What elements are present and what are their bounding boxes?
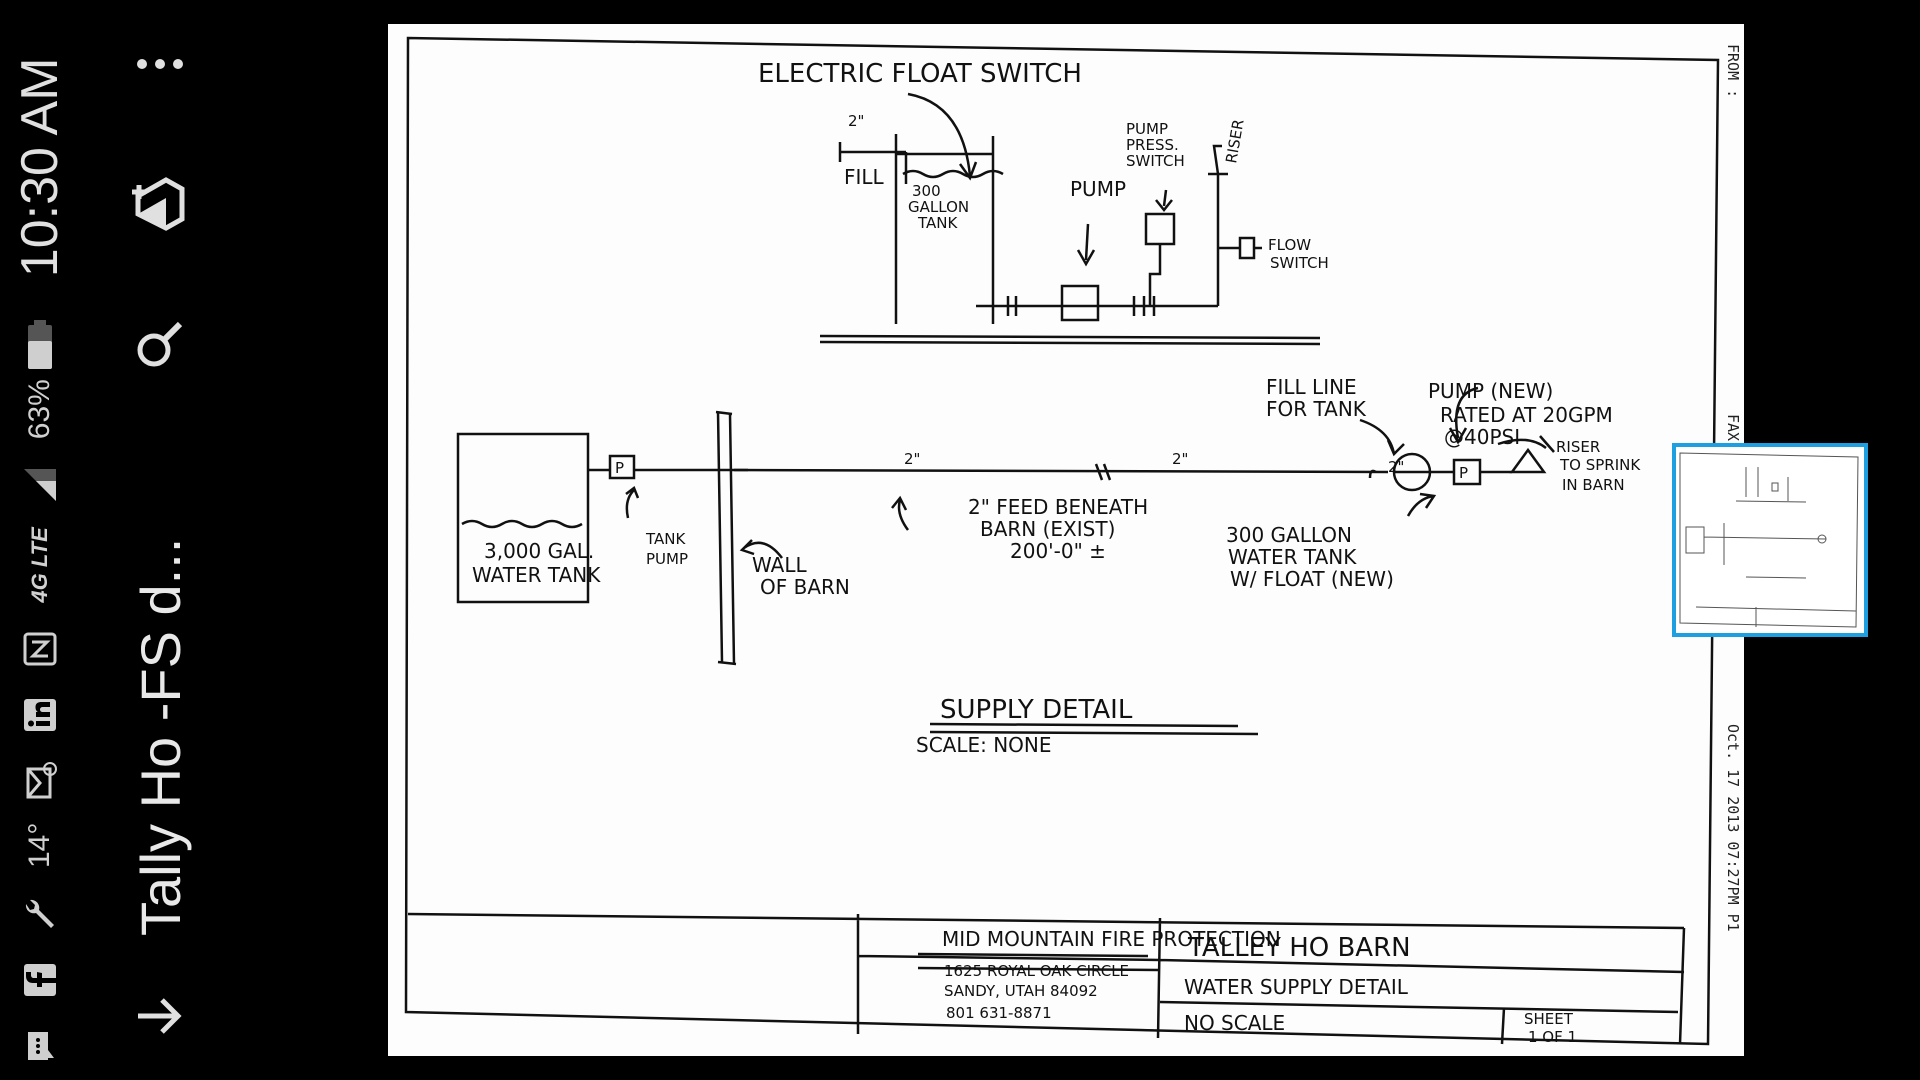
drive-add-icon	[132, 177, 185, 231]
new-pump-label-3: @40PSI	[1444, 425, 1520, 449]
tank-pump-label-2: PUMP	[646, 550, 688, 568]
network-type: 4G LTE	[27, 527, 52, 603]
riser-top-label: RISER	[1222, 118, 1247, 165]
main-pipe-size-left: 2"	[904, 450, 920, 468]
fill-line-label-1: FILL LINE	[1266, 375, 1357, 399]
pump-switch-label-2: PRESS.	[1126, 136, 1179, 154]
battery-percent: 63%	[23, 379, 56, 440]
more-vert-icon	[137, 59, 183, 69]
arrow-down-icon	[138, 998, 182, 1034]
main-tank-label-2: WATER TANK	[472, 563, 601, 587]
small-tank-label-1: 300	[912, 182, 941, 200]
feed-label-1: 2" FEED BENEATH	[968, 495, 1148, 519]
search-icon	[137, 321, 183, 367]
fill-label: FILL	[844, 165, 885, 189]
feed-label-2: BARN (EXIST)	[980, 517, 1115, 541]
nfc-icon	[20, 629, 60, 669]
title-block-sheet-2: 1 OF 1	[1528, 1028, 1577, 1046]
riser-label-2: TO SPRINK	[1559, 456, 1641, 474]
pipe-size-label: 2"	[848, 112, 864, 130]
tank-pump-box-letter: P	[615, 459, 624, 477]
detail-scale: SCALE: NONE	[916, 733, 1052, 757]
riser-label-3: IN BARN	[1562, 476, 1625, 494]
gallon-tank-label-1: 300 GALLON	[1226, 523, 1352, 547]
new-pump-label-2: RATED AT 20GPM	[1440, 403, 1613, 427]
title-block-drawing-title: WATER SUPPLY DETAIL	[1184, 975, 1409, 999]
document-title: Tally Ho -FS d...	[128, 537, 192, 936]
signal-icon	[20, 465, 60, 505]
small-tank-label-3: TANK	[917, 214, 958, 232]
fill-line-label-2: FOR TANK	[1266, 397, 1367, 421]
title-block-project: TALLEY HO BARN	[1187, 933, 1411, 963]
wrench-icon	[20, 894, 60, 934]
flow-switch-label-1: FLOW	[1268, 236, 1311, 254]
float-switch-label: ELECTRIC FLOAT SWITCH	[758, 59, 1082, 89]
new-pump-box-letter: P	[1459, 464, 1468, 482]
page-thumbnail[interactable]	[1672, 443, 1868, 637]
drawing-canvas: ELECTRIC FLOAT SWITCH 2" FILL 300 GALLON…	[404, 36, 1742, 1046]
pump-label: PUMP	[1070, 177, 1126, 201]
wall-label-2: OF BARN	[760, 575, 850, 599]
add-to-drive-button[interactable]	[120, 164, 200, 244]
fax-header-date: Oct. 17 2013 07:27PM P1	[1724, 724, 1742, 932]
title-block-scale: NO SCALE	[1184, 1011, 1285, 1035]
status-bar: 14° 4G LTE 63% 10:30 AM	[0, 0, 80, 1080]
feed-label-3: 200'-0" ±	[1010, 539, 1106, 563]
facebook-icon	[20, 960, 60, 1000]
fax-header-fax: FAX	[1724, 414, 1742, 441]
gallon-tank-label-3: W/ FLOAT (NEW)	[1230, 567, 1394, 591]
title-block-company: MID MOUNTAIN FIRE PROTECTION	[942, 927, 1281, 951]
battery-icon	[20, 317, 60, 371]
gallon-tank-label-2: WATER TANK	[1228, 545, 1357, 569]
title-block-phone: 801 631-8871	[946, 1004, 1052, 1022]
new-pump-label-1: PUMP (NEW)	[1428, 379, 1553, 403]
status-time: 10:30 AM	[11, 57, 69, 278]
search-button[interactable]	[120, 304, 200, 384]
drawing-page[interactable]: ELECTRIC FLOAT SWITCH 2" FILL 300 GALLON…	[388, 24, 1744, 1056]
thumbnail-preview	[1679, 452, 1859, 628]
back-button[interactable]	[120, 976, 200, 1056]
message-icon	[20, 1026, 60, 1066]
detail-title: SUPPLY DETAIL	[940, 695, 1133, 725]
tank-pipe-size: 2"	[1388, 458, 1404, 476]
temperature: 14°	[23, 822, 56, 868]
title-block-sheet-1: SHEET	[1524, 1010, 1574, 1028]
title-block-address-2: SANDY, UTAH 84092	[944, 982, 1098, 1000]
fax-header-from: FROM :	[1724, 44, 1742, 98]
small-tank-label-2: GALLON	[908, 198, 969, 216]
mail-icon	[20, 761, 60, 801]
main-pipe-size-right: 2"	[1172, 450, 1188, 468]
overflow-menu-button[interactable]	[120, 24, 200, 104]
pump-switch-label-1: PUMP	[1126, 120, 1168, 138]
app-toolbar: Tally Ho -FS d...	[110, 0, 210, 1080]
main-tank-label-1: 3,000 GAL.	[484, 539, 594, 563]
title-block-address-1: 1625 ROYAL OAK CIRCLE	[944, 962, 1129, 980]
linkedin-icon	[20, 695, 60, 735]
pump-switch-label-3: SWITCH	[1126, 152, 1185, 170]
wall-label-1: WALL	[752, 553, 808, 577]
riser-label-1: RISER	[1556, 438, 1600, 456]
tank-pump-label-1: TANK	[645, 530, 686, 548]
flow-switch-label-2: SWITCH	[1270, 254, 1329, 272]
